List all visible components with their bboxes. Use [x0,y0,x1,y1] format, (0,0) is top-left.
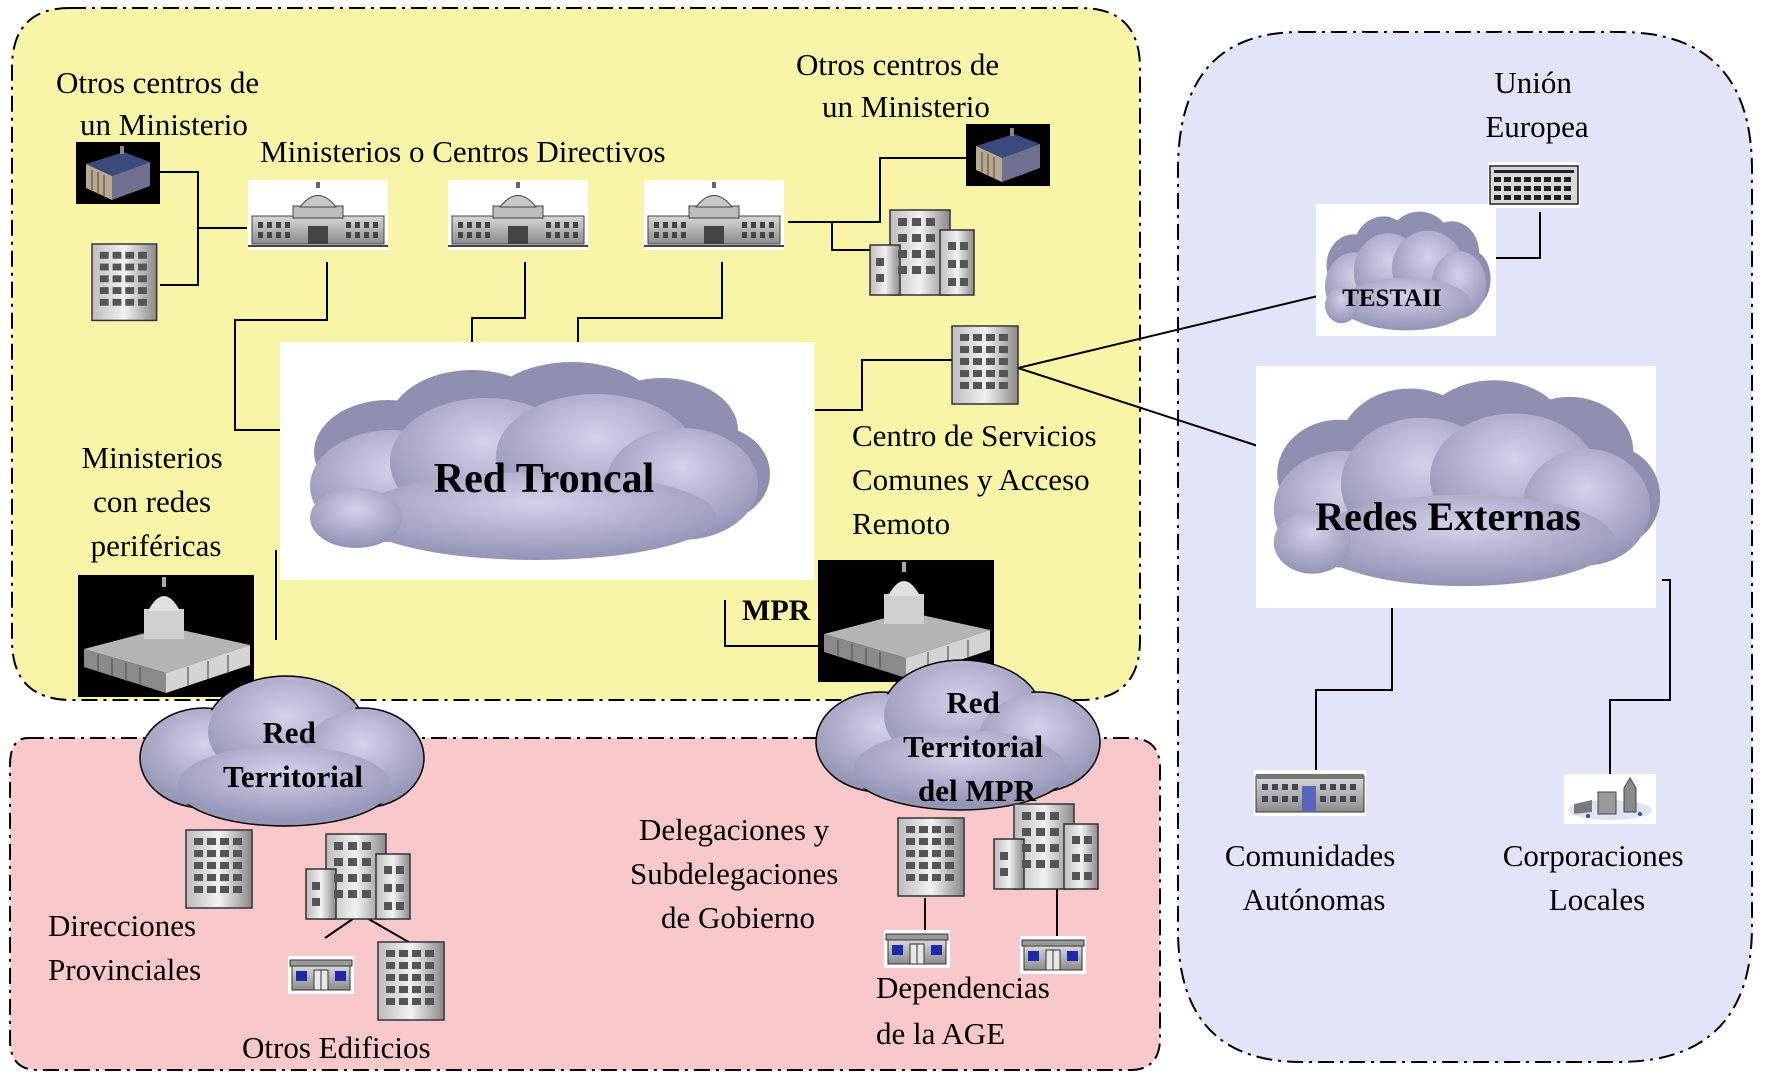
label-red-troncal: Red Troncal [434,456,655,502]
darkblock-icon-right [965,123,1051,187]
label-redes-externas: Redes Externas [1315,494,1581,539]
tower-icon-dependencias [897,817,965,897]
label-centro-servicios: Centro de Servicios Comunes y Acceso Rem… [852,418,1104,541]
eu-building-icon [1487,161,1581,209]
wide-building-icon [1253,769,1367,817]
darkblock-icon-left [75,141,161,205]
tower-icon-left [91,243,158,322]
label-red-territorial-mpr: Red Territorial del MPR [903,685,1051,808]
town-icon [1563,773,1657,825]
label-corporaciones: Corporaciones Locales [1503,838,1692,917]
label-mpr: MPR [742,594,811,627]
ministry-icon-2 [447,179,589,251]
tower-icon-direcciones [185,829,253,909]
tower-icon-otros [377,941,445,1021]
label-otros-centros-right: Otros centros de un Ministerio [796,47,1007,124]
label-ministerios-perifericas: Ministerios con redes periféricas [82,440,231,563]
label-otros-edificios: Otros Edificios [242,1030,431,1065]
label-testaii: TESTAII [1342,285,1442,312]
label-ministerios-centros: Ministerios o Centros Directivos [260,134,666,169]
label-red-territorial: Red Territorial [223,715,363,794]
house-icon-dep-1 [883,929,951,969]
label-delegaciones: Delegaciones y Subdelegaciones de Gobier… [630,812,846,935]
label-otros-centros-left: Otros centros de un Ministerio [56,65,267,142]
label-direcciones: Direcciones Provinciales [48,908,204,987]
house-icon-otros-1 [287,955,355,995]
ministry-icon-3 [643,179,785,251]
house-icon-dep-2 [1019,935,1087,975]
label-union-europea: Unión Europea [1485,65,1589,144]
label-comunidades: Comunidades Autónomas [1225,838,1403,917]
ministry-icon-1 [247,179,389,251]
tower-icon-centro [951,325,1019,405]
capitol-icon-perifericas [77,574,255,698]
label-dependencias: Dependencias de la AGE [876,970,1058,1051]
